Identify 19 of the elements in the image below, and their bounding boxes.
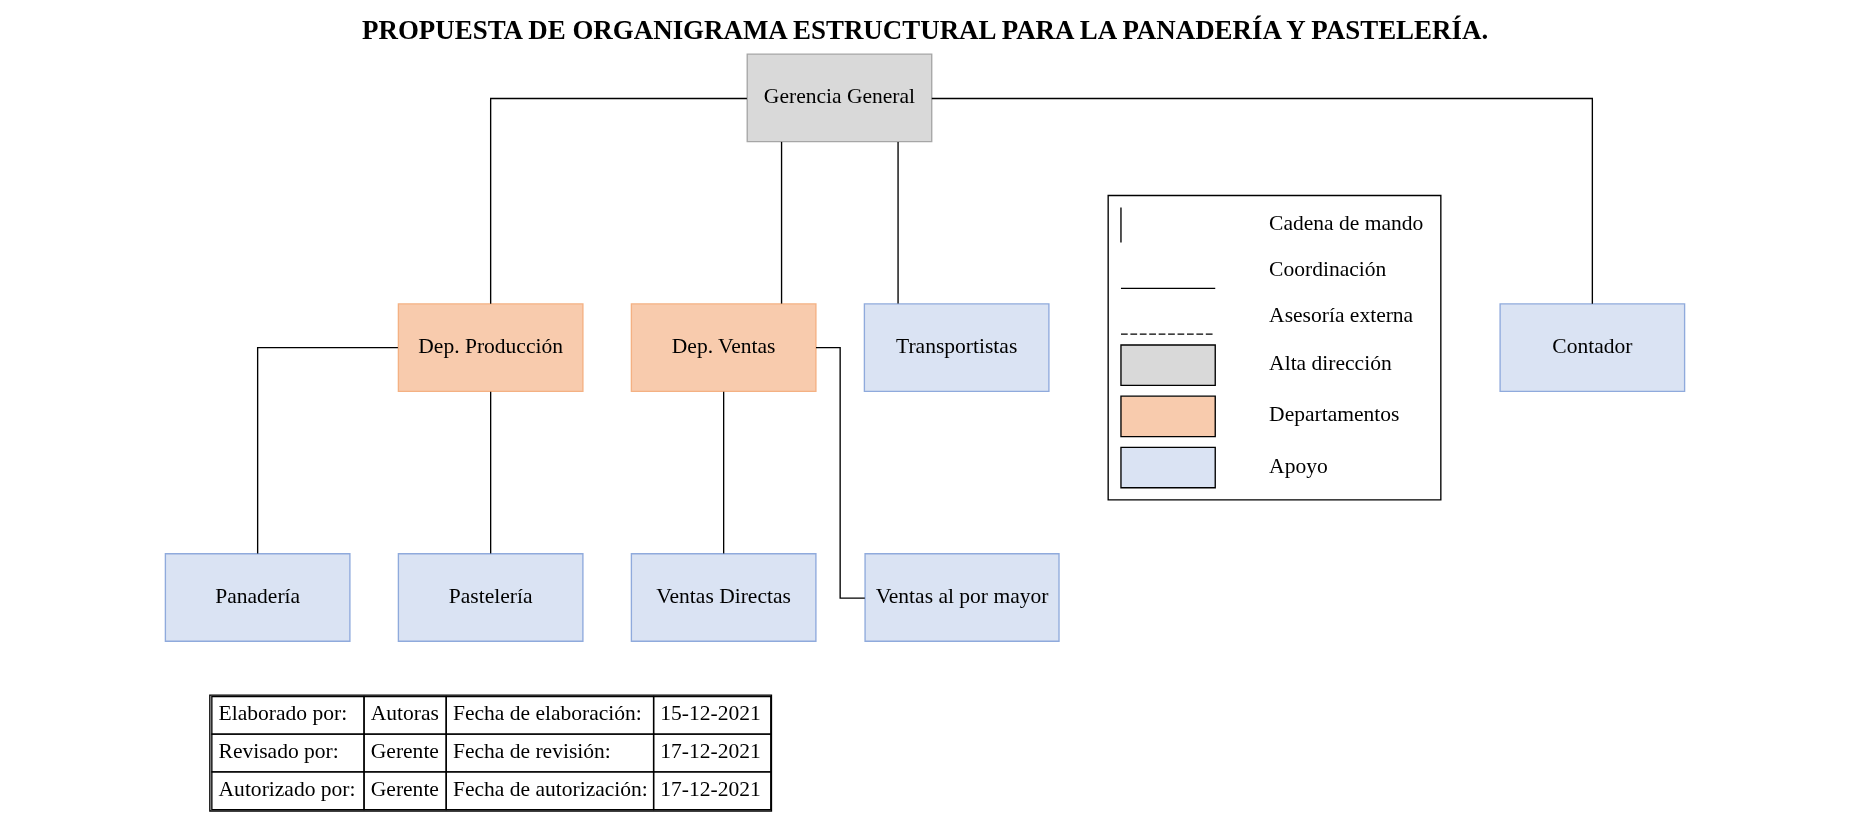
label: Gerente bbox=[370, 776, 439, 801]
legend-label: Departamentos bbox=[1268, 402, 1399, 427]
legend-label: Asesoría externa bbox=[1268, 302, 1413, 327]
diagram-title: PROPUESTA DE ORGANIGRAMA ESTRUCTURAL PARA LA PANADERÍA Y PASTELERÍA. bbox=[361, 15, 1488, 46]
label: Revisado por: bbox=[218, 739, 339, 764]
legend-label: Coordinación bbox=[1268, 257, 1386, 282]
label: Gerente bbox=[370, 739, 439, 764]
label: Autoras bbox=[370, 701, 439, 726]
label: Autorizado por: bbox=[218, 776, 356, 801]
label: 17-12-2021 bbox=[659, 739, 761, 764]
label: 15-12-2021 bbox=[659, 701, 761, 726]
label: Elaborado por: bbox=[218, 701, 347, 726]
legend-label: Alta dirección bbox=[1268, 351, 1392, 376]
label: Fecha de autorización: bbox=[452, 776, 648, 801]
label: Fecha de revisión: bbox=[452, 739, 611, 764]
label: 17-12-2021 bbox=[659, 776, 761, 801]
legend-label: Cadena de mando bbox=[1268, 211, 1423, 236]
label: Fecha de elaboración: bbox=[452, 701, 642, 726]
legend-label: Apoyo bbox=[1268, 453, 1328, 478]
